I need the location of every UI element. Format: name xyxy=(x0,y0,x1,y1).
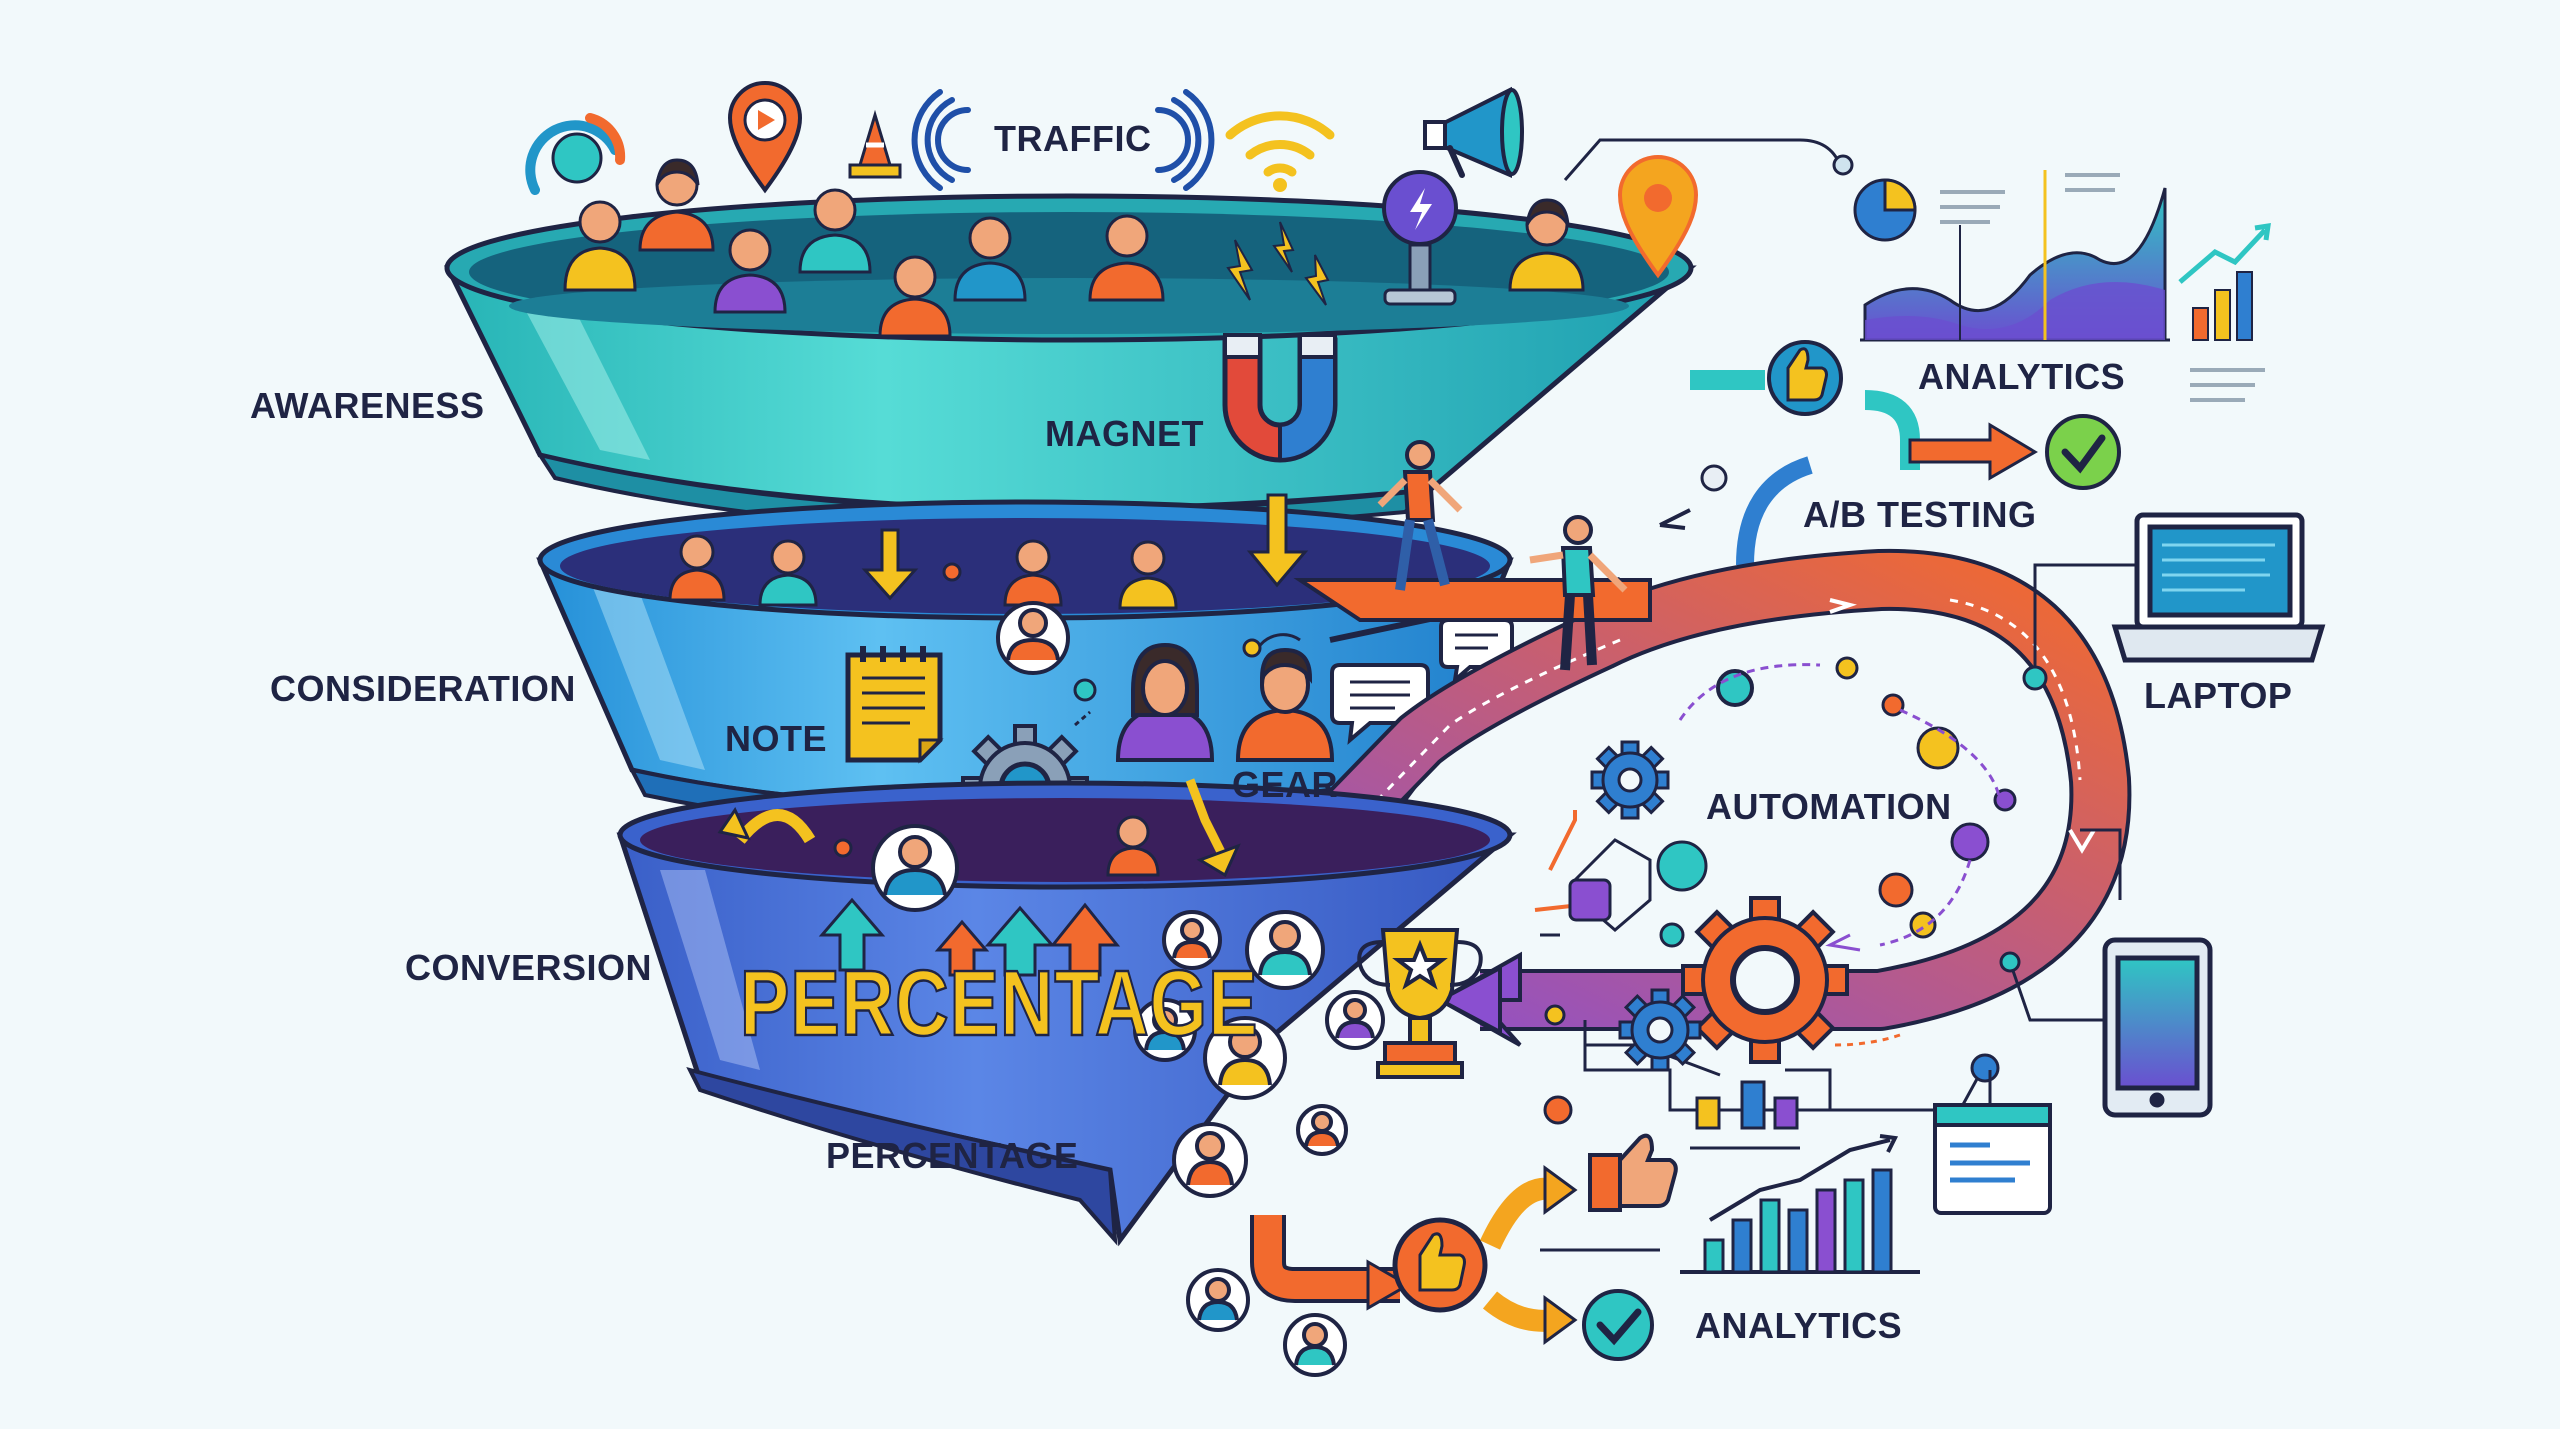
bottom-bar-chart-icon xyxy=(1680,1134,1920,1274)
journey-path xyxy=(1237,548,2132,1047)
person-woman xyxy=(1115,642,1215,762)
map-pin-icon xyxy=(1617,155,1699,279)
mini-bar-chart-icon xyxy=(1695,1080,1799,1130)
people-crowd-bottom xyxy=(833,815,1160,877)
label-percentage-big: PERCENTAGE xyxy=(739,950,1259,1056)
person-walking-2 xyxy=(1529,515,1628,671)
avatar-cluster xyxy=(1133,910,1385,1377)
avatar-circle-bottom xyxy=(871,824,959,912)
traffic-waves-icon xyxy=(911,89,1215,191)
thumbs-up-circle-icon xyxy=(1392,1217,1488,1313)
label-magnet: MAGNET xyxy=(1045,413,1204,454)
wrench-icon xyxy=(1659,508,1691,530)
label-awareness: AWARENESS xyxy=(250,385,485,426)
people-crowd-middle xyxy=(668,534,1178,610)
pie-chart-icon xyxy=(1853,178,1917,242)
label-automation: AUTOMATION xyxy=(1706,786,1952,827)
label-note: NOTE xyxy=(725,718,828,759)
thumbs-up-small-icon xyxy=(1588,1133,1678,1212)
up-arrow-icons xyxy=(818,897,1121,977)
browser-window-icon xyxy=(1933,1103,2052,1215)
lightning-bulb-icon xyxy=(1382,170,1458,306)
label-laptop: LAPTOP xyxy=(2144,675,2293,716)
down-arrow-icons xyxy=(861,493,1309,601)
notepad-icon xyxy=(845,646,944,764)
label-ab-testing: A/B TESTING xyxy=(1803,494,2037,535)
people-crowd-top xyxy=(563,158,1585,338)
magnet-icon xyxy=(1222,333,1338,463)
traffic-cone-icon xyxy=(848,109,902,179)
funnel-awareness xyxy=(443,193,1697,532)
location-pin-icon xyxy=(727,81,803,194)
label-analytics-top: ANALYTICS xyxy=(1918,356,2126,397)
orange-arrow-right xyxy=(1908,422,2038,481)
automation-network xyxy=(1534,656,2017,1125)
label-traffic: TRAFFIC xyxy=(994,118,1152,159)
label-gear: GEAR xyxy=(1232,764,1339,805)
check-icon xyxy=(2045,414,2121,490)
wifi-icon xyxy=(1225,111,1335,192)
spark-icons xyxy=(1226,221,1330,306)
label-conversion: CONVERSION xyxy=(405,947,653,988)
thumbs-up-icon xyxy=(1767,340,1843,416)
area-chart-icon xyxy=(1860,170,2170,342)
label-analytics-bottom: ANALYTICS xyxy=(1695,1305,1903,1346)
avatar-circle-middle xyxy=(996,601,1070,675)
check-circle-icon xyxy=(1582,1289,1654,1361)
tablet-icon xyxy=(2102,937,2213,1118)
laptop-icon xyxy=(2111,512,2326,663)
blue-gear-icon xyxy=(1618,988,1702,1072)
bottom-flow xyxy=(1250,1165,1578,1345)
large-gear-icon xyxy=(1681,896,1849,1064)
megaphone-icon xyxy=(1423,86,1524,179)
gauge-icon xyxy=(525,113,626,195)
bar-chart-icon xyxy=(2178,223,2271,341)
label-percentage: PERCENTAGE xyxy=(826,1135,1079,1176)
text-lines-icon xyxy=(1940,173,2265,402)
person-man xyxy=(1235,647,1335,762)
person-walking-1 xyxy=(1377,440,1463,591)
trophy-icon xyxy=(1357,928,1483,1079)
small-gear-icon xyxy=(1590,740,1670,820)
label-consideration: CONSIDERATION xyxy=(270,668,576,709)
